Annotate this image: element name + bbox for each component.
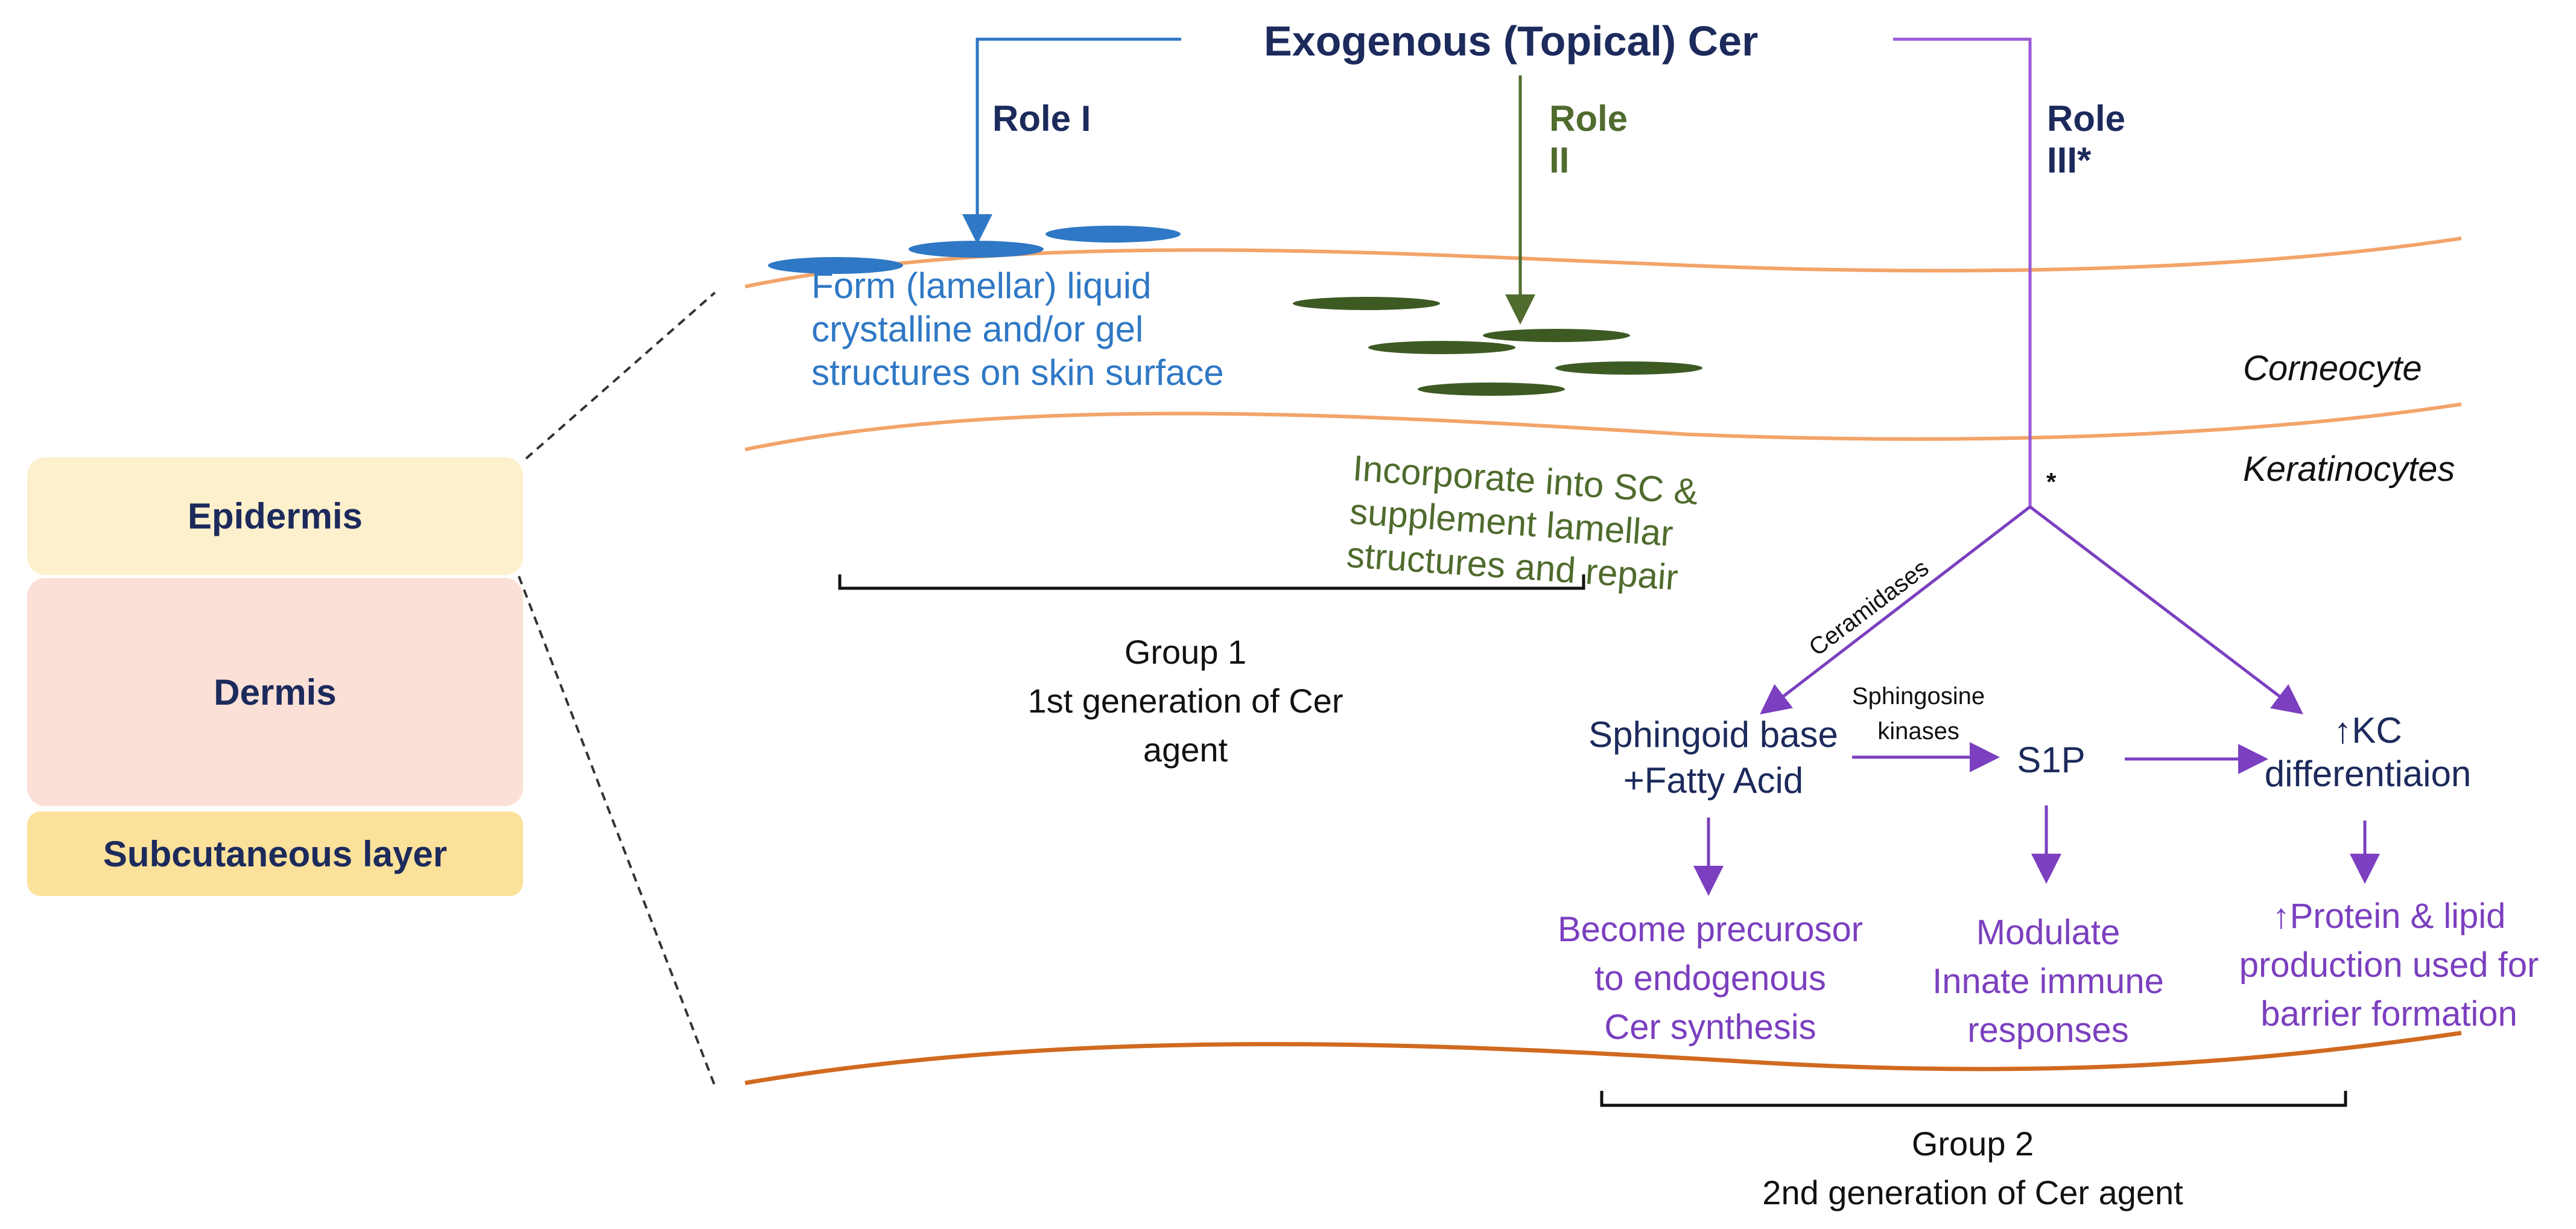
epidermis-label: Epidermis: [187, 496, 363, 536]
sc-bottom-boundary: [744, 402, 2462, 451]
zoom-line-top: [525, 291, 716, 460]
diagram-title: Exogenous (Topical) Cer: [1264, 17, 1759, 65]
ceramidases-arrow: [1760, 506, 2031, 715]
asterisk-marker: *: [2046, 468, 2057, 496]
sc-lipid-ellipse: [1368, 341, 1515, 354]
subcutaneous-label: Subcutaneous layer: [103, 833, 448, 874]
group1-bracket: [838, 574, 1585, 590]
sc-lipid-ellipse: [1418, 383, 1565, 396]
outcome-barrier: ↑Protein & lipid production used for bar…: [2239, 897, 2539, 1034]
outcome-precursor: Become precurosor to endogenous Cer synt…: [1557, 910, 1864, 1047]
keratinocytes-label: Keratinocytes: [2243, 449, 2455, 489]
kc-arrow: [2029, 506, 2303, 715]
dermis-box: Dermis: [27, 578, 523, 806]
dermis-boundary: [744, 1031, 2462, 1085]
sc-lipid-ellipse: [1293, 297, 1440, 310]
role3-line: [1893, 37, 2032, 507]
dermis-label: Dermis: [214, 672, 337, 713]
group2-label: Group 2 2nd generation of Cer agent: [1762, 1125, 2183, 1212]
role1-description: Form (lamellar) liquid crystalline and/o…: [811, 265, 1224, 393]
zoom-line-bottom: [518, 576, 716, 1087]
epidermis-box: Epidermis: [27, 457, 523, 575]
sc-lipid-ellipse: [1555, 361, 1702, 375]
sphingoid-base-node: Sphingoid base +Fatty Acid: [1588, 714, 1838, 801]
group2-bracket: [1600, 1091, 2347, 1107]
sphingosine-kinases-label: Sphingosine kinases: [1851, 683, 1985, 745]
corneocyte-label: Corneocyte: [2243, 349, 2422, 388]
role2-description: Incorporate into SC & supplement lamella…: [1345, 447, 1700, 598]
sc-lipid-ellipse: [1483, 329, 1630, 342]
group1-label: Group 1 1st generation of Cer agent: [1027, 633, 1344, 769]
s1p-node: S1P: [2017, 740, 2086, 780]
role3-label: Role III*: [2047, 98, 2126, 180]
kc-differentiation-node: ↑KC differentiaion: [2264, 710, 2472, 794]
outcome-immune: Modulate Innate immune responses: [1932, 913, 2164, 1050]
subcutaneous-box: Subcutaneous layer: [27, 811, 523, 896]
role2-label: Role II: [1549, 98, 1628, 180]
lamellar-ellipse: [768, 257, 903, 274]
lamellar-ellipse: [1045, 226, 1181, 243]
role1-arrow: [962, 37, 1181, 244]
role1-label: Role I: [992, 98, 1091, 139]
lamellar-ellipse: [909, 241, 1044, 258]
